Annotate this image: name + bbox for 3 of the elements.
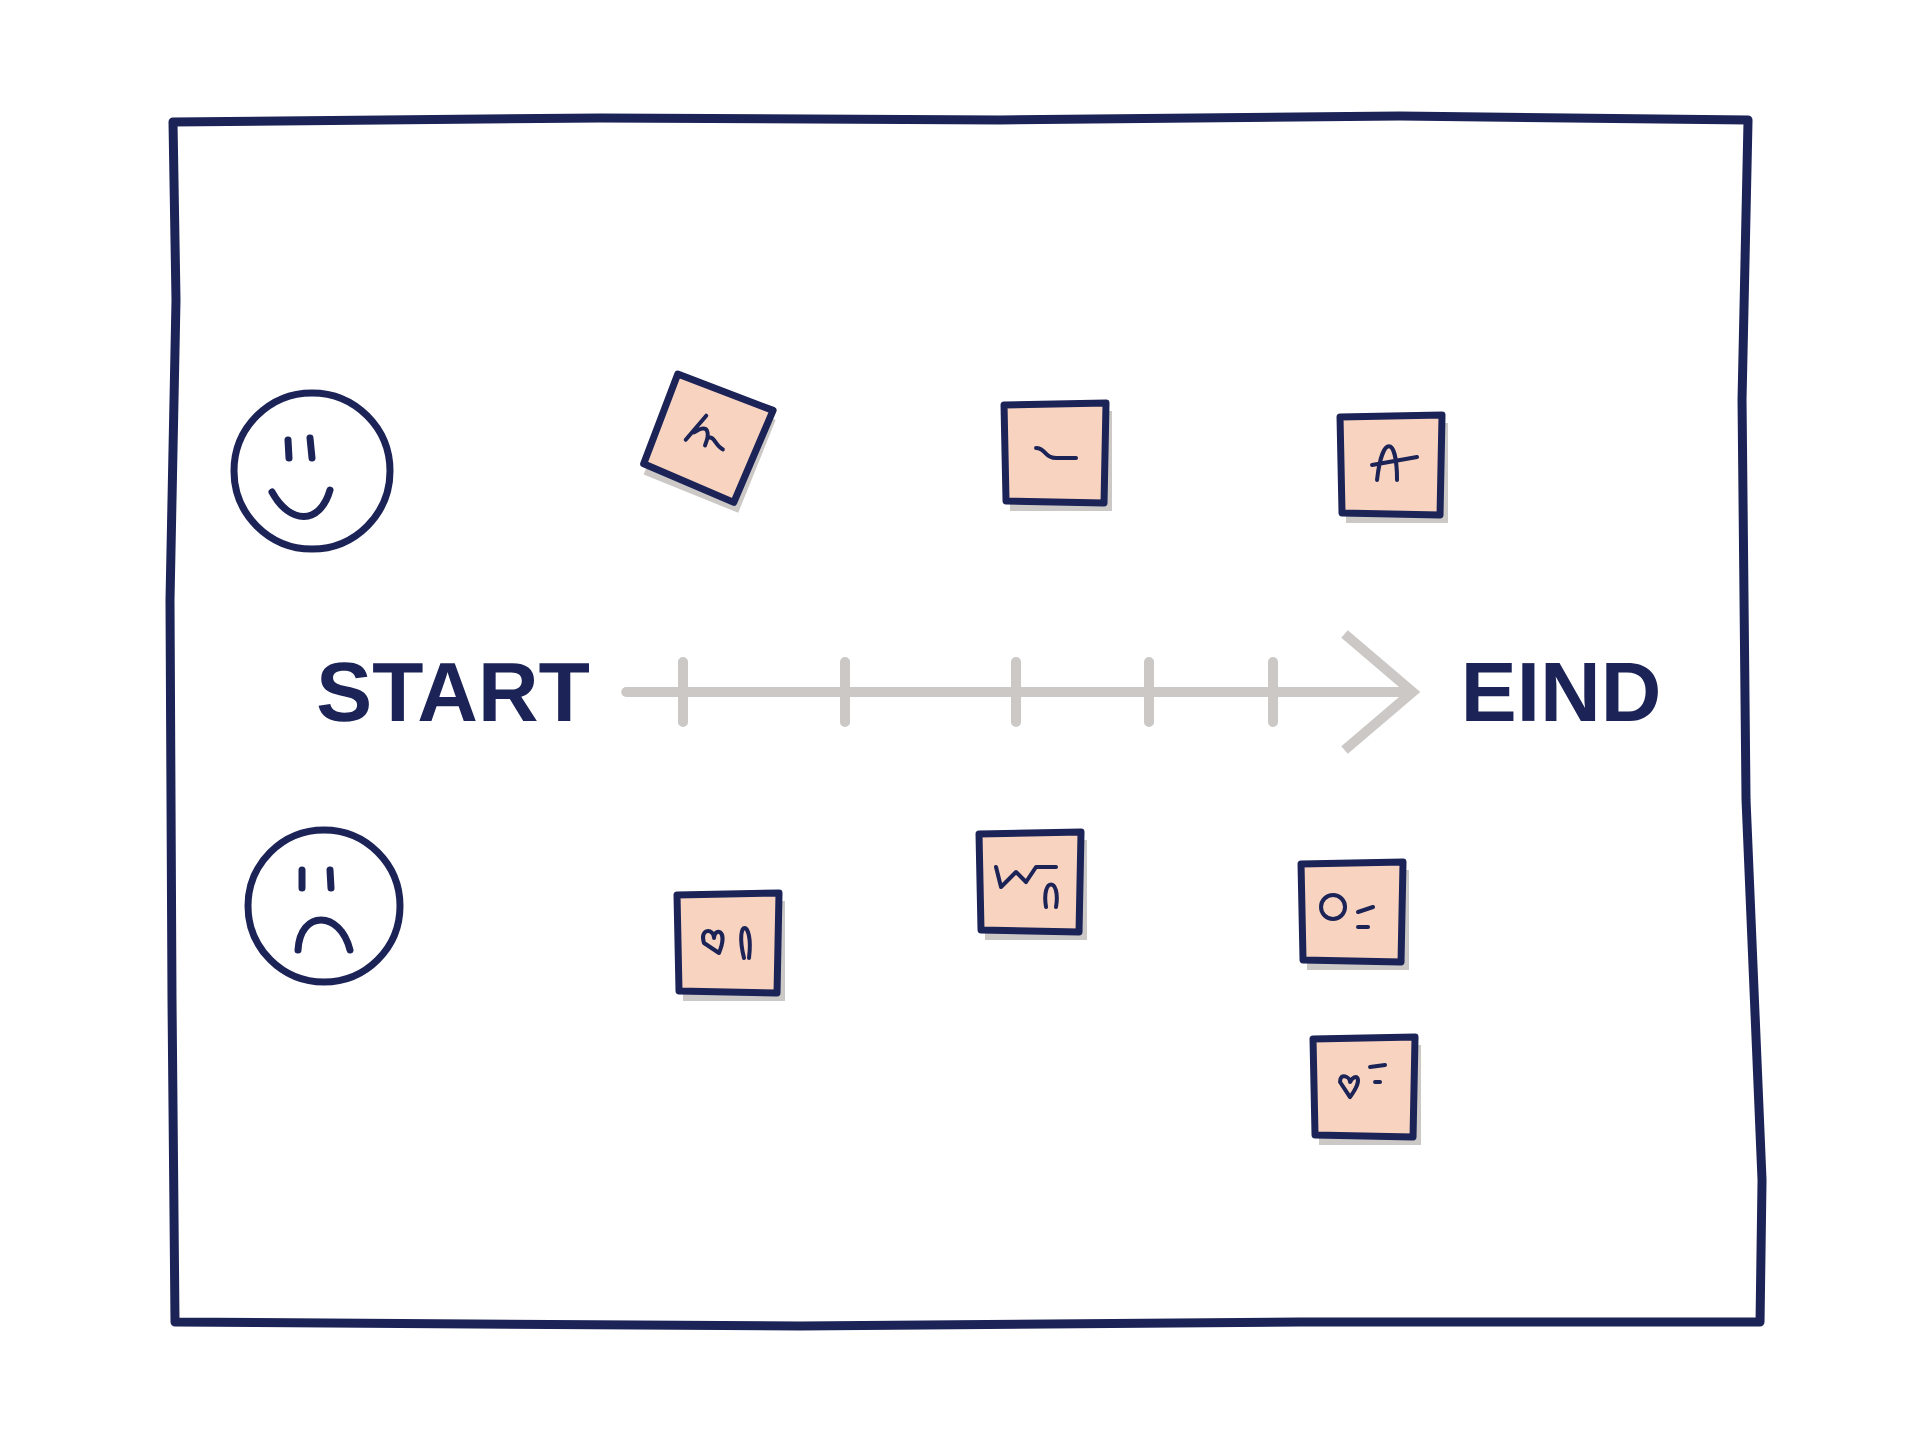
label: EIND bbox=[1466, 663, 1658, 721]
label: START bbox=[318, 662, 589, 722]
timeline-arrow bbox=[621, 630, 1421, 754]
